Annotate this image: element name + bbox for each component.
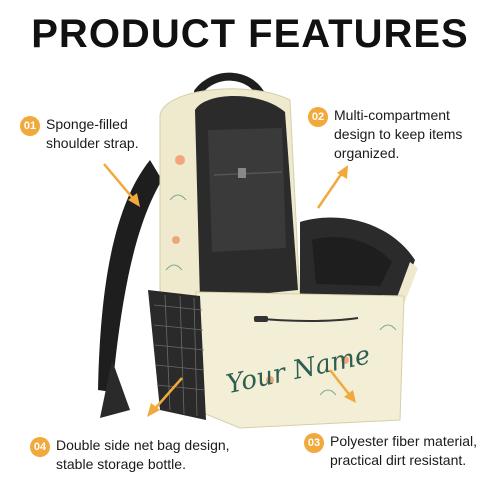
feature-shoulder-strap: 01 Sponge-filled shoulder strap. xyxy=(20,115,139,153)
page-title: PRODUCT FEATURES xyxy=(31,12,469,56)
feature-number-badge: 01 xyxy=(20,116,40,136)
backpack-image: Your Name xyxy=(98,72,418,429)
feature-number-badge: 04 xyxy=(30,437,50,457)
feature-text-line: Double side net bag design, xyxy=(56,437,230,453)
feature-number-badge: 02 xyxy=(308,107,328,127)
feature-multi-compartment: 02 Multi-compartment design to keep item… xyxy=(308,106,462,163)
feature-side-net-bag: 04 Double side net bag design, stable st… xyxy=(30,436,230,474)
feature-text-line: Polyester fiber material, xyxy=(330,433,478,449)
feature-text-line: stable storage bottle. xyxy=(56,456,186,472)
arrow-icon xyxy=(329,369,356,403)
arrow-icon xyxy=(316,165,348,209)
feature-text-line: Multi-compartment xyxy=(334,107,450,123)
floral-pattern xyxy=(172,155,349,384)
side-net-pocket xyxy=(148,290,206,420)
feature-text-line: practical dirt resistant. xyxy=(330,452,467,468)
top-handle xyxy=(194,72,266,100)
arrow-icon xyxy=(147,377,183,417)
feature-number-badge: 03 xyxy=(304,433,324,453)
feature-text-line: organized. xyxy=(334,145,400,161)
shoulder-strap-left xyxy=(98,160,162,392)
arrow-icon xyxy=(103,163,140,207)
feature-text-line: shoulder strap. xyxy=(46,135,139,151)
feature-text-line: Sponge-filled xyxy=(46,116,128,132)
feature-text-line: design to keep items xyxy=(334,126,463,142)
feature-polyester-material: 03 Polyester fiber material, practical d… xyxy=(304,432,477,470)
